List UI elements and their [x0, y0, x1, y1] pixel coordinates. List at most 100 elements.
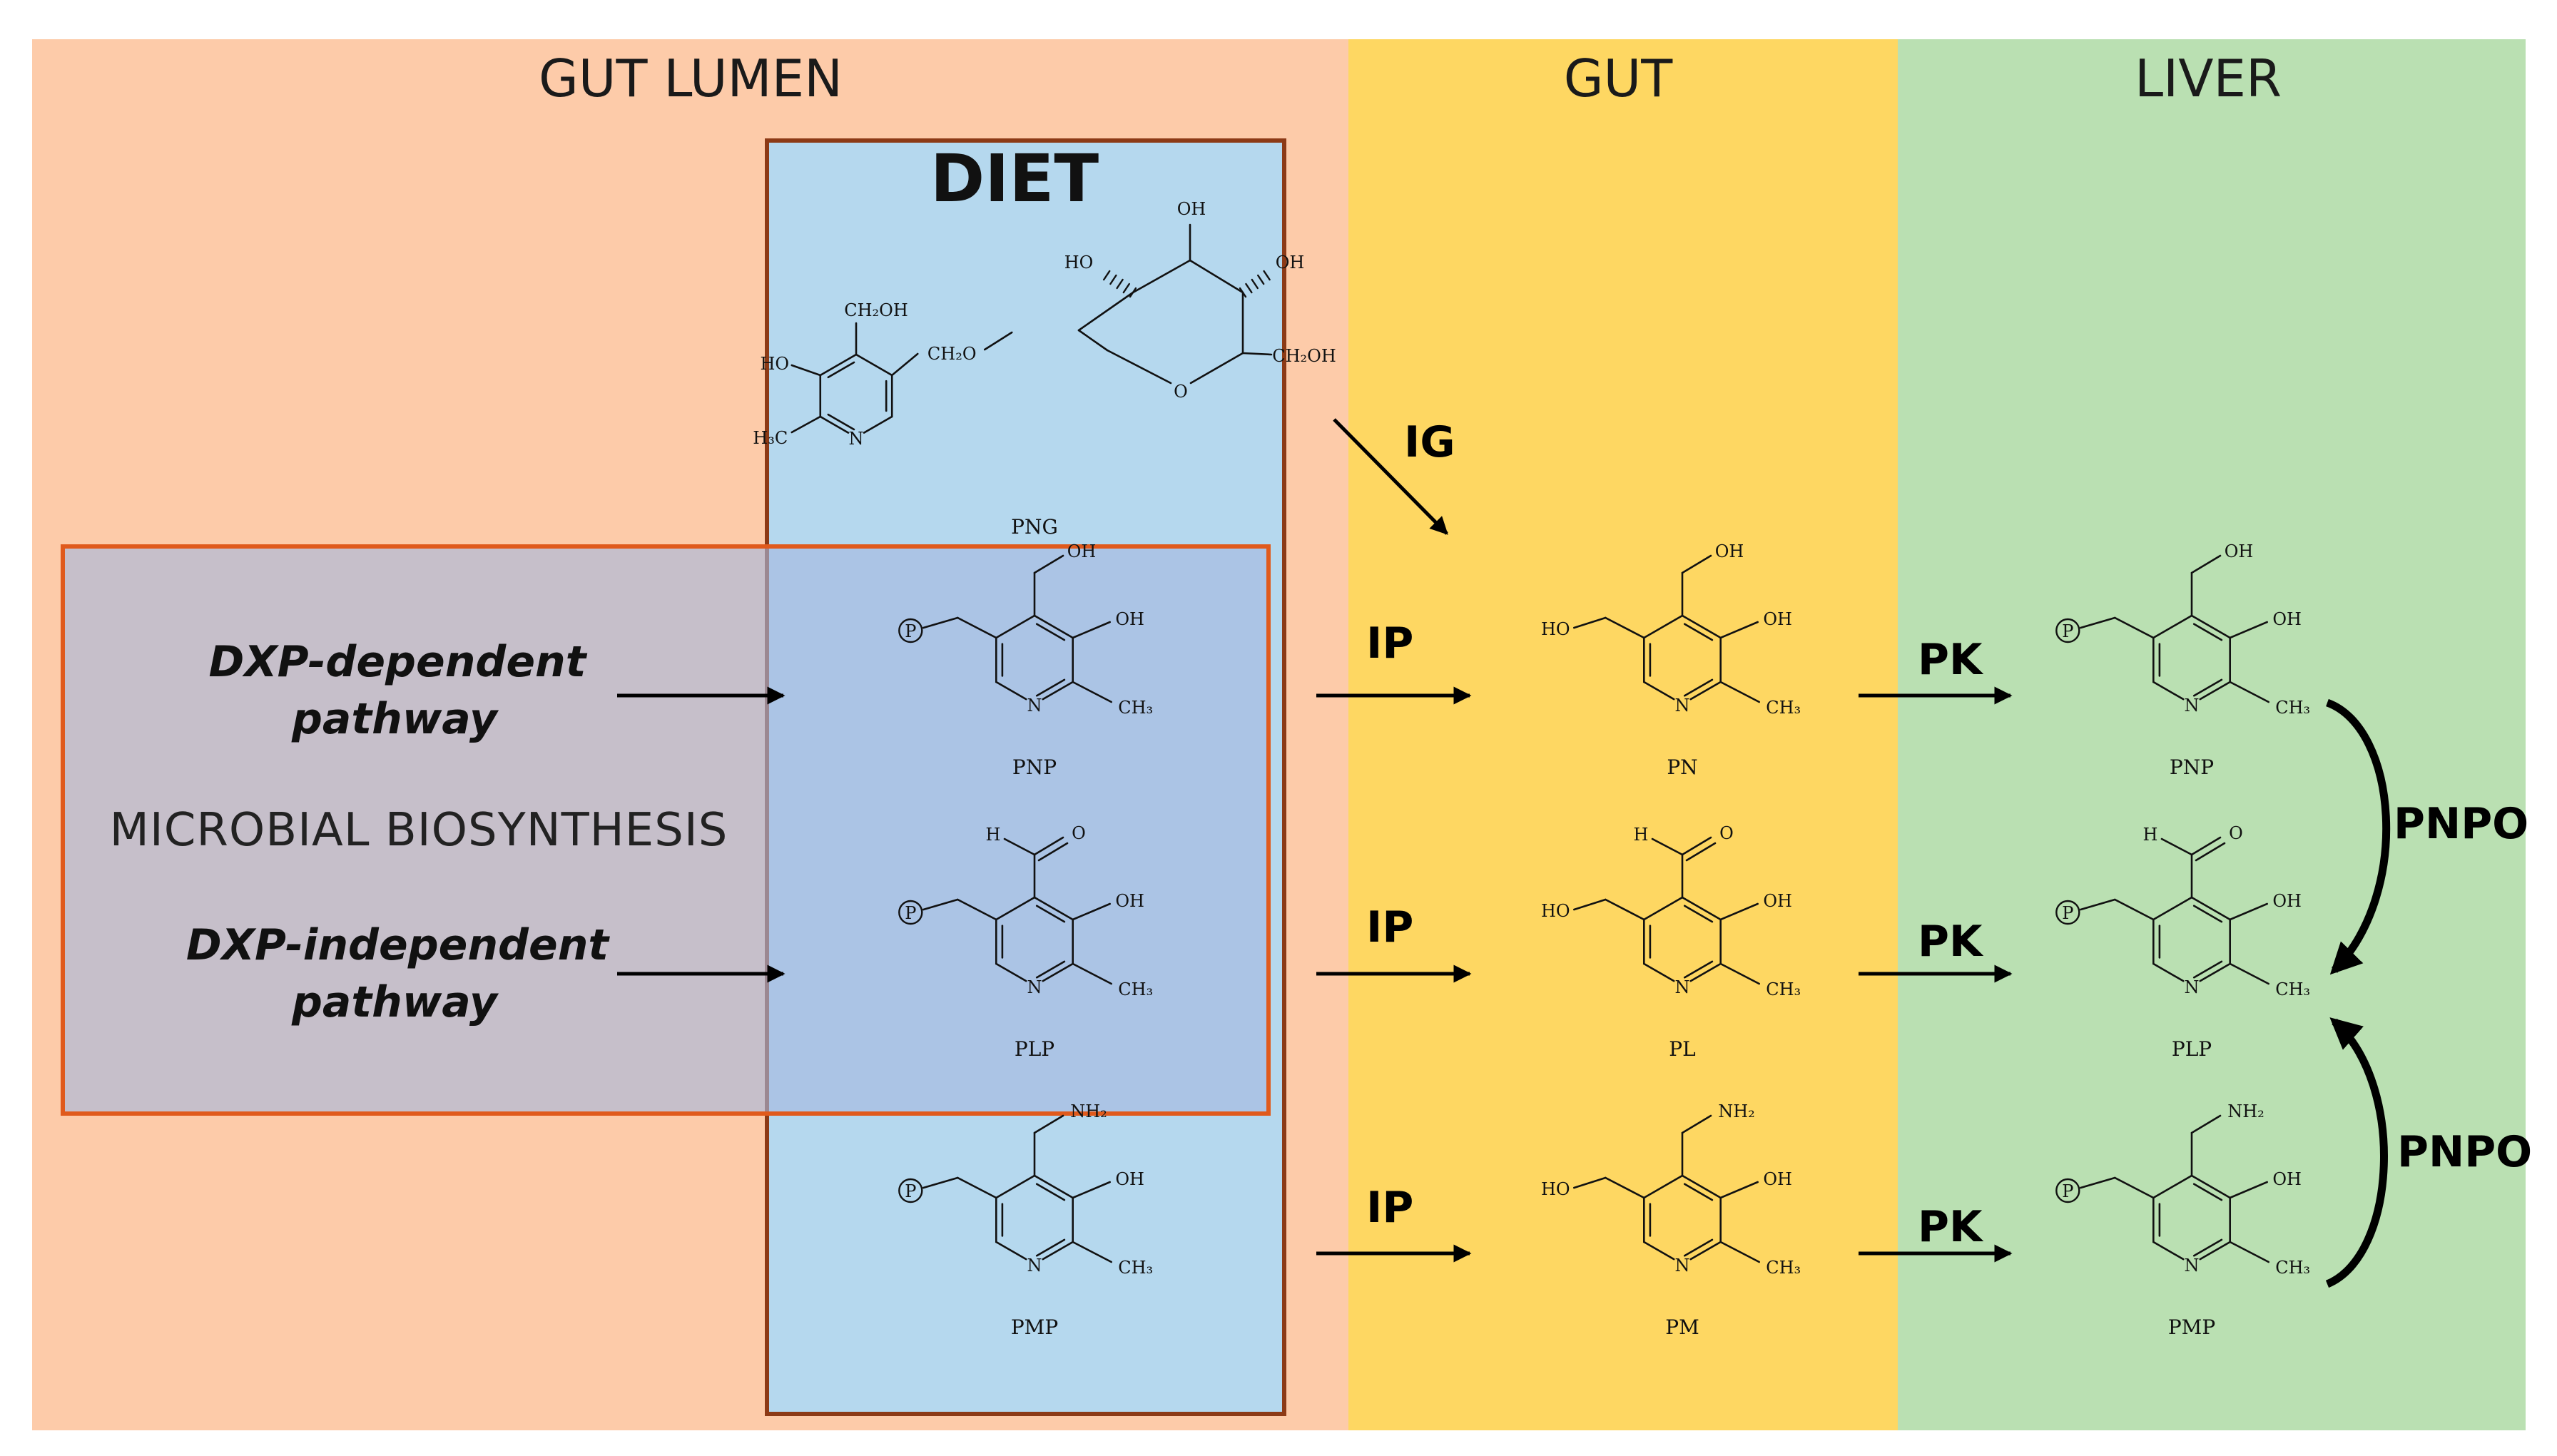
amino-group: NH₂ — [1070, 1101, 1107, 1121]
ig-arrow — [1333, 418, 1448, 535]
pnpo-enzyme-label-2: PNPO — [2397, 1127, 2532, 1177]
hydroxyl-group: OH — [2272, 609, 2302, 629]
hydroxyl-group: OH — [2272, 1169, 2302, 1189]
dxp-independent-label: DXP-independent — [186, 920, 611, 970]
phosphate-circle — [898, 900, 923, 925]
nitrogen-atom: N — [1675, 1256, 1690, 1276]
nitrogen-atom: N — [2185, 977, 2200, 997]
nitrogen-atom: N — [2185, 1256, 2200, 1276]
lumen-molecule-pnp: N OH CH₃ P OH PNP — [898, 541, 1153, 779]
hydroxyl-group: OH — [2272, 891, 2302, 911]
hydroxymethyl-oh: OH — [1715, 541, 1744, 561]
methyl-group: CH₃ — [2275, 979, 2310, 999]
ip-enzyme-label-3: IP — [1366, 1183, 1413, 1233]
methyl-group: CH₃ — [1118, 698, 1153, 718]
nitrogen-atom: N — [1675, 977, 1690, 997]
hydroxyl-group: HO — [1541, 619, 1570, 639]
liver-molecule-label: PLP — [2172, 1037, 2212, 1061]
nitrogen-atom: N — [1675, 696, 1690, 716]
phosphate-circle — [2055, 1178, 2080, 1203]
sugar-hydroxyl: HO — [1064, 253, 1094, 273]
liver-molecule-plp: N OH CH₃ P H O PLP — [2055, 823, 2310, 1061]
aldehyde-h: H — [2143, 825, 2158, 845]
methyl-group: H₃C — [753, 428, 788, 448]
sugar-hydroxyl: OH — [1177, 199, 1206, 219]
phosphate-circle — [2055, 900, 2080, 925]
hydroxyl-group: HO — [1541, 1179, 1570, 1199]
pk-enzyme-label-3: PK — [1918, 1202, 1984, 1252]
phosphate-circle — [898, 1178, 923, 1203]
pnpo-enzyme-label-1: PNPO — [2394, 799, 2528, 849]
pnpo-arrow-pmp-to-plp — [2325, 1017, 2388, 1288]
pk-enzyme-label-2: PK — [1918, 917, 1984, 967]
methyl-group: CH₃ — [1118, 1258, 1153, 1278]
pnpo-arrow-pnp-to-plp — [2325, 698, 2391, 975]
gut-lumen-title: GUT LUMEN — [539, 49, 843, 108]
hydroxyl-group: OH — [1115, 1169, 1144, 1189]
nitrogen-atom: N — [2185, 696, 2200, 716]
png-label: PNG — [1011, 515, 1058, 539]
lumen-molecule-label: PNP — [1012, 755, 1057, 779]
gut-title: GUT — [1564, 49, 1673, 108]
amino-group: NH₂ — [1718, 1101, 1755, 1121]
aldehyde-h: H — [986, 825, 1001, 845]
microbial-biosynthesis-title: MICROBIAL BIOSYNTHESIS — [110, 804, 728, 857]
liver-title: LIVER — [2135, 49, 2282, 108]
phosphate-label: P — [905, 621, 916, 641]
aldehyde-h: H — [1634, 825, 1649, 845]
methyl-group: CH₃ — [1766, 1258, 1801, 1278]
sugar-hydroxymethyl: CH₂OH — [1272, 346, 1336, 366]
methyl-group: CH₃ — [1766, 979, 1801, 999]
aldehyde-o: O — [2229, 823, 2243, 843]
methyl-group: CH₃ — [1118, 979, 1153, 999]
hydroxyl-group: OH — [1763, 891, 1792, 911]
aldehyde-o: O — [1072, 823, 1086, 843]
dxp-independent-label-line2: pathway — [291, 977, 499, 1027]
gut-molecule-label: PM — [1665, 1315, 1699, 1339]
ip-enzyme-label-2: IP — [1366, 902, 1413, 952]
liver-molecule-label: PNP — [2170, 755, 2214, 779]
pk-enzyme-label-1: PK — [1918, 635, 1984, 685]
hydroxyl-group: OH — [1115, 609, 1144, 629]
phosphate-label: P — [905, 903, 916, 923]
methyl-group: CH₃ — [1766, 698, 1801, 718]
ring-oxygen: O — [1174, 382, 1188, 402]
methyl-group: CH₃ — [2275, 1258, 2310, 1278]
hydroxyl-group: OH — [1763, 609, 1792, 629]
methyl-group: CH₃ — [2275, 698, 2310, 718]
lumen-molecule-label: PLP — [1015, 1037, 1054, 1061]
ig-enzyme-label: IG — [1404, 417, 1455, 467]
diet-title: DIET — [930, 141, 1099, 217]
glycosidic-linker: CH₂O — [927, 344, 977, 364]
phosphate-circle — [898, 618, 923, 643]
phosphate-label: P — [2062, 1181, 2073, 1201]
nitrogen-atom: N — [1027, 696, 1042, 716]
sugar-hydroxyl: OH — [1276, 253, 1305, 273]
phosphate-label: P — [2062, 903, 2073, 923]
phosphate-label: P — [905, 1181, 916, 1201]
aldehyde-o: O — [1719, 823, 1734, 843]
hydroxyl-group: HO — [760, 354, 789, 374]
liver-panel — [1898, 39, 2526, 1430]
hydroxymethyl-oh: OH — [1067, 541, 1097, 561]
dxp-dependent-label: DXP-dependent — [209, 637, 588, 687]
hydroxymethyl-oh: OH — [2225, 541, 2254, 561]
microbial-biosynthesis-box — [61, 544, 1271, 1116]
gut-panel — [1348, 39, 1898, 1430]
dxp-dependent-label-line2: pathway — [291, 694, 499, 744]
hydroxyl-group: HO — [1541, 901, 1570, 921]
ip-enzyme-label-1: IP — [1366, 618, 1413, 668]
amino-group: NH₂ — [2227, 1101, 2264, 1121]
nitrogen-atom: N — [849, 429, 864, 449]
hydroxyl-group: OH — [1115, 891, 1144, 911]
phosphate-circle — [2055, 618, 2080, 643]
